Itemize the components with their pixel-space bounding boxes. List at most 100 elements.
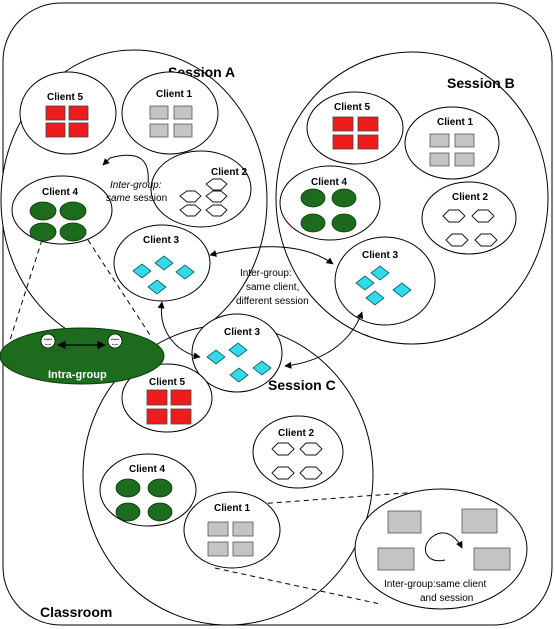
hexagon-tile bbox=[271, 442, 295, 456]
annotation-same-client-diff-session: Inter-group: same client, different sess… bbox=[236, 268, 309, 307]
session-b-client-2: Client 2 bbox=[421, 181, 517, 255]
intra-group-link-right bbox=[87, 239, 151, 336]
hexagon-tile bbox=[445, 233, 469, 247]
diamond-tile bbox=[365, 290, 385, 306]
session-a-client-3: Client 3 bbox=[113, 224, 211, 302]
square-tile bbox=[68, 122, 89, 138]
annotation-italic: same bbox=[106, 193, 131, 204]
hexagon-tile bbox=[299, 466, 323, 480]
hexagon-tile bbox=[442, 209, 466, 223]
square-tile bbox=[149, 105, 169, 120]
session-b-label: Session B bbox=[447, 75, 515, 91]
square-tile bbox=[146, 408, 168, 425]
annotation-line: same session bbox=[106, 193, 167, 204]
octagon-tile bbox=[29, 222, 57, 242]
annotation-line: same client, bbox=[246, 282, 299, 293]
octagon-tile bbox=[115, 478, 141, 498]
square-tile bbox=[332, 134, 354, 150]
diamond-tile bbox=[229, 367, 249, 383]
hexagon-tile bbox=[205, 178, 228, 191]
octagon-tile bbox=[147, 478, 173, 498]
square-tile bbox=[170, 408, 192, 425]
session-c-client-2: Client 2 bbox=[252, 415, 344, 489]
square-tile bbox=[232, 541, 254, 557]
client-label: Client 1 bbox=[437, 117, 474, 128]
square-tile bbox=[170, 389, 192, 406]
octagon-tile bbox=[59, 201, 87, 221]
square-tile bbox=[207, 541, 229, 557]
intra-group-label: Intra-group bbox=[48, 369, 107, 381]
session-c-client-3: Client 3 bbox=[191, 313, 283, 393]
client-label: Client 4 bbox=[42, 187, 79, 198]
person-icon bbox=[107, 333, 123, 349]
square-tile bbox=[357, 116, 379, 132]
same-session-arrow bbox=[102, 154, 149, 184]
client-label: Client 1 bbox=[214, 503, 251, 514]
square-tile bbox=[146, 389, 168, 406]
square-tile bbox=[357, 134, 379, 150]
session-b-client-5: Client 5 bbox=[306, 91, 404, 165]
client-label: Client 2 bbox=[278, 428, 315, 439]
hexagon-tile bbox=[179, 204, 202, 217]
session-c-label: Session C bbox=[268, 377, 336, 393]
octagon-tile bbox=[115, 502, 141, 522]
square-tile bbox=[207, 521, 229, 537]
cross-session-arrow-ab bbox=[209, 246, 334, 265]
annotation-line: Inter-group:same client bbox=[384, 579, 486, 590]
hexagon-tile bbox=[471, 209, 495, 223]
zoom-line-bottom bbox=[214, 567, 381, 605]
annotation-line: and session bbox=[420, 593, 473, 604]
square-tile bbox=[173, 123, 193, 138]
client-label: Client 2 bbox=[211, 167, 248, 178]
octagon-tile bbox=[59, 222, 87, 242]
square-tile bbox=[68, 105, 89, 121]
session-c-client-4: Client 4 bbox=[99, 453, 197, 527]
square-tile bbox=[429, 152, 450, 167]
diamond-tile bbox=[228, 342, 248, 358]
square-tile bbox=[377, 547, 415, 571]
diamond-tile bbox=[206, 349, 226, 365]
square-tile bbox=[461, 508, 498, 534]
client-label: Client 5 bbox=[334, 102, 371, 113]
person-icon bbox=[40, 333, 56, 349]
square-tile bbox=[232, 521, 254, 537]
diamond-tile bbox=[252, 360, 272, 376]
session-a-client-4: Client 4 bbox=[11, 175, 113, 245]
diamond-tile bbox=[370, 265, 390, 281]
square-tile bbox=[454, 152, 475, 167]
square-tile bbox=[454, 133, 475, 148]
session-a-client-1: Client 1 bbox=[121, 71, 219, 155]
diamond-tile bbox=[154, 255, 174, 271]
square-tile bbox=[149, 123, 169, 138]
session-b-client-3: Client 3 bbox=[334, 236, 436, 326]
session-b-client-4: Client 4 bbox=[279, 165, 381, 241]
octagon-tile bbox=[147, 502, 173, 522]
diamond-tile bbox=[175, 264, 195, 280]
hexagon-tile bbox=[205, 204, 228, 217]
hexagon-tile bbox=[205, 190, 228, 203]
client-label: Client 4 bbox=[129, 464, 166, 475]
square-tile bbox=[332, 116, 354, 132]
diamond-tile bbox=[132, 263, 152, 279]
client-label: Client 1 bbox=[156, 89, 193, 100]
annotation-line: Inter-group: bbox=[110, 180, 162, 191]
octagon-tile bbox=[331, 188, 357, 208]
annotation-rest: session bbox=[130, 193, 167, 204]
intra-group-bubble: Intra-group bbox=[0, 327, 165, 385]
square-tile bbox=[45, 122, 66, 138]
session-c-client-5: Client 5 bbox=[121, 363, 213, 433]
client-label: Client 3 bbox=[224, 327, 261, 338]
annotation-line: Inter-group: bbox=[240, 268, 292, 279]
hexagon-tile bbox=[271, 466, 295, 480]
client-label: Client 3 bbox=[143, 235, 180, 246]
client-label: Client 3 bbox=[362, 250, 399, 261]
diamond-tile bbox=[392, 282, 412, 298]
client-label: Client 5 bbox=[149, 377, 186, 388]
hexagon-tile bbox=[474, 233, 498, 247]
client-label: Client 4 bbox=[311, 177, 348, 188]
client-label: Client 5 bbox=[47, 92, 84, 103]
hexagon-tile bbox=[179, 190, 202, 203]
cross-session-arrow-ac bbox=[157, 301, 201, 360]
detail-circle: Inter-group:same client and session bbox=[354, 488, 528, 610]
